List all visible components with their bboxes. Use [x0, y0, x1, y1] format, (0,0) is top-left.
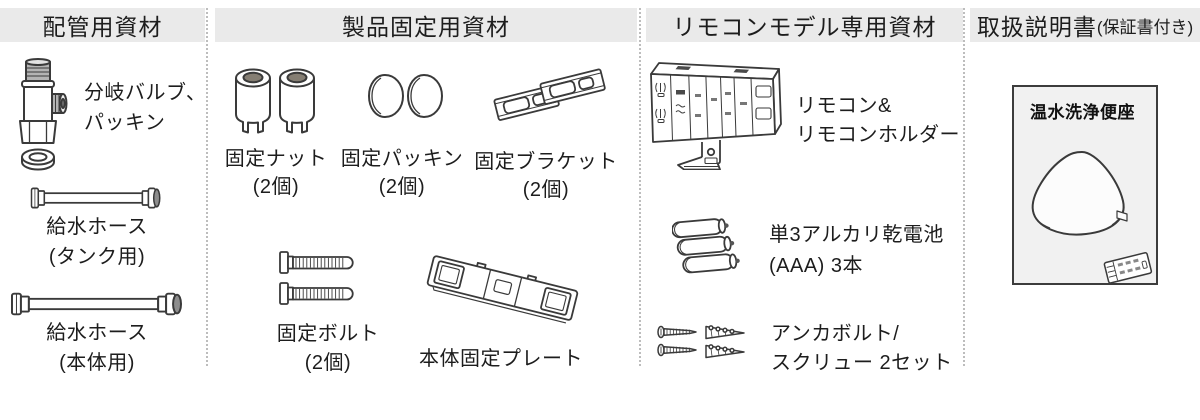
item-label-line: 単3アルカリ乾電池 — [769, 224, 944, 246]
item-label-bracket: 固定ブラケット (2個) — [474, 148, 618, 204]
item-label-line: アンカボルト/ — [771, 323, 900, 345]
anchor-bolts-icon — [657, 325, 745, 359]
item-label-line: (2個) — [522, 179, 570, 201]
item-label-line: スクリュー 2セット — [771, 352, 953, 374]
section-title: 配管用資材 — [42, 14, 163, 40]
item-label-line: (2個) — [252, 176, 300, 198]
item-label-remote: リモコン& リモコンホルダー — [796, 92, 960, 150]
fixing-bolts-icon — [279, 251, 354, 305]
column-divider — [206, 8, 208, 366]
column-divider — [963, 8, 965, 366]
section-title-note: (保証書付き) — [1096, 17, 1194, 37]
section-header-piping: 配管用資材 — [0, 8, 205, 42]
item-label-line: (2個) — [304, 352, 352, 374]
item-label-line: リモコンホルダー — [796, 124, 960, 146]
fixing-nuts-icon — [235, 68, 315, 134]
section-title: 製品固定用資材 — [342, 14, 510, 40]
item-label-line: 固定ナット — [224, 148, 328, 170]
item-label-line: 本体固定プレート — [419, 348, 583, 370]
item-label-hose-body: 給水ホース (本体用) — [7, 318, 187, 378]
batteries-icon — [672, 218, 740, 274]
item-label-line: 給水ホース — [46, 216, 148, 238]
item-label-packing: 固定パッキン (2個) — [334, 145, 470, 201]
water-hose-tank-icon — [30, 187, 161, 209]
fixing-packing-icon — [367, 73, 443, 119]
column-divider — [639, 8, 641, 366]
branch-valve-icon — [19, 58, 68, 171]
item-label-line: 分岐バルブ、 — [84, 82, 207, 104]
item-label-battery: 単3アルカリ乾電池 (AAA) 3本 — [769, 220, 944, 282]
item-label-line: (本体用) — [59, 352, 135, 374]
item-label-plate: 本体固定プレート — [416, 344, 586, 374]
section-header-fixing: 製品固定用資材 — [215, 8, 637, 42]
remote-control-icon — [650, 62, 782, 170]
item-label-anchor: アンカボルト/ スクリュー 2セット — [771, 320, 953, 378]
section-header-remote: リモコンモデル専用資材 — [646, 8, 963, 42]
item-label-hose-tank: 給水ホース (タンク用) — [7, 212, 187, 272]
item-label-line: リモコン& — [796, 95, 892, 117]
body-fixing-plate-icon — [426, 255, 579, 324]
item-label-nut: 固定ナット (2個) — [223, 145, 329, 201]
item-label-line: 固定ボルト — [276, 323, 380, 345]
section-title: 取扱説明書 — [976, 14, 1097, 40]
manual-booklet: 温水洗浄便座 — [1012, 85, 1158, 285]
toilet-seat-icon — [1031, 151, 1153, 283]
water-hose-body-icon — [10, 292, 183, 316]
item-label-line: 固定ブラケット — [474, 151, 618, 173]
item-label-valve: 分岐バルブ、 パッキン — [84, 78, 206, 138]
item-label-line: パッキン — [84, 112, 166, 134]
booklet-cover-title: 温水洗浄便座 — [1030, 103, 1135, 122]
item-label-line: (2個) — [378, 176, 426, 198]
item-label-bolt: 固定ボルト (2個) — [272, 320, 384, 378]
fixing-bracket-icon — [493, 68, 607, 122]
item-label-line: (タンク用) — [48, 246, 146, 268]
item-label-line: 給水ホース — [46, 322, 148, 344]
section-header-manual: 取扱説明書(保証書付き) — [970, 8, 1200, 42]
item-label-line: 固定パッキン — [340, 148, 464, 170]
item-label-line: (AAA) 3本 — [769, 255, 864, 277]
section-title: リモコンモデル専用資材 — [672, 14, 937, 40]
